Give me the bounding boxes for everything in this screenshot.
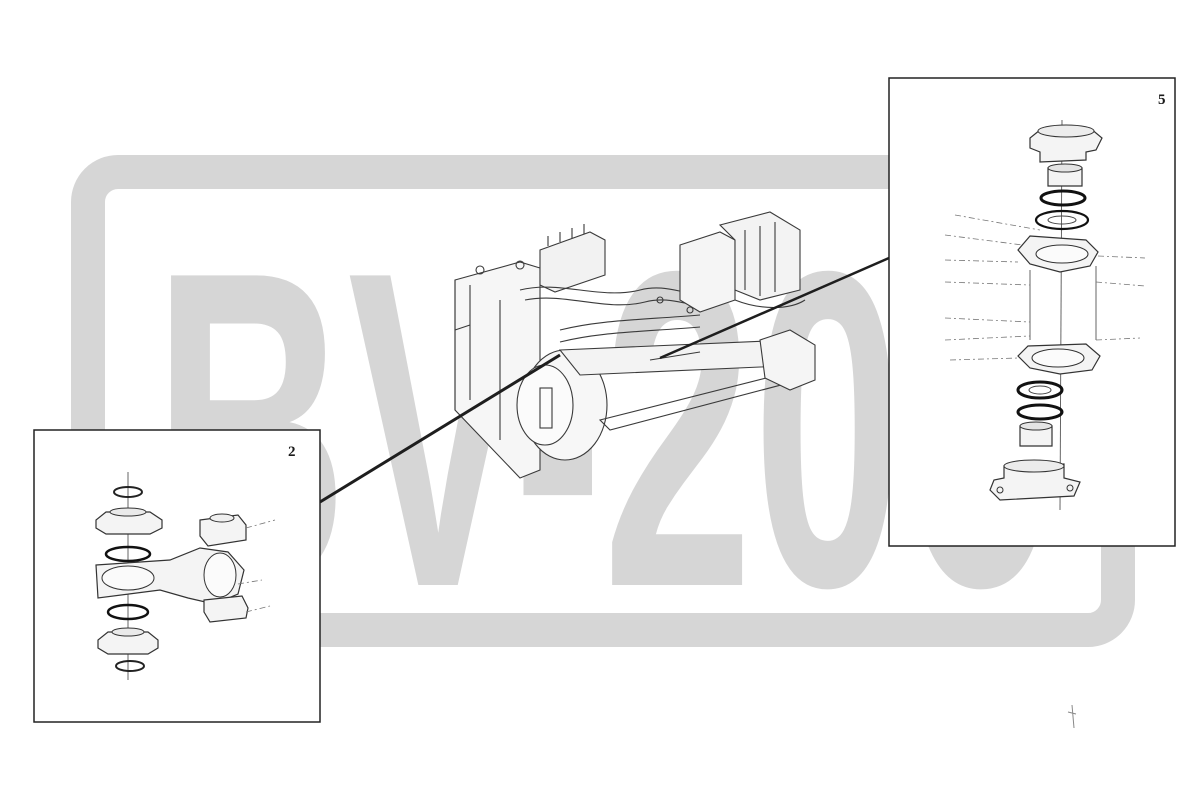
leader-line-detail-5 [659,256,890,360]
detail-number-label: 5 [1158,92,1166,108]
central-assembly-illustration [454,211,816,479]
detail-number-label: 2 [288,444,296,460]
leader-line-detail-2 [319,353,561,504]
stray-mark [1067,704,1077,729]
bushing-parts-stack [95,472,276,680]
bearing-parts-stack [944,119,1146,511]
detail-box-2: 2 [33,429,321,723]
detail-box-5: 5 [888,77,1176,547]
leader-lines [319,256,890,504]
